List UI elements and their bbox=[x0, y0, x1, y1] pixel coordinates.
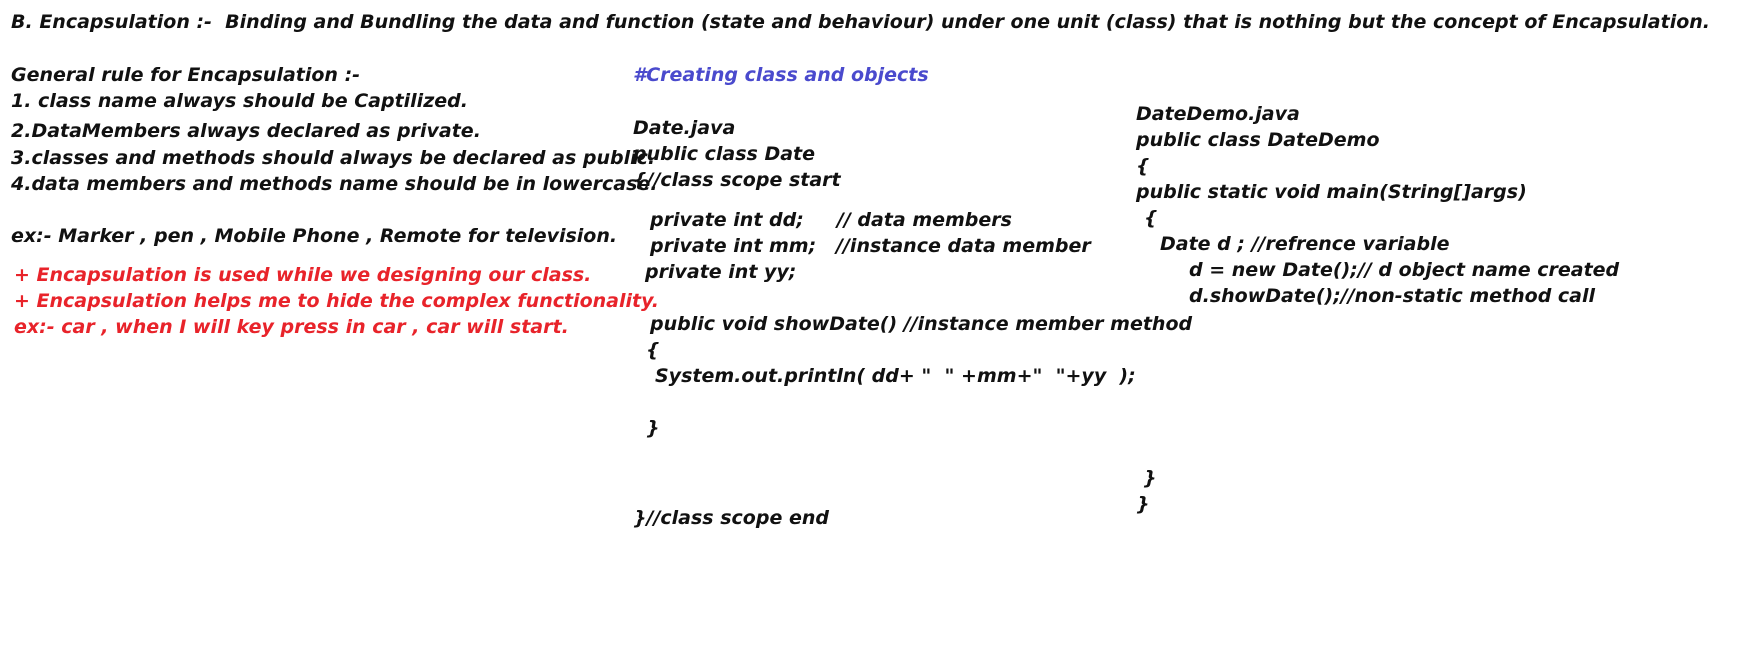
code-line: DateDemo.java bbox=[1136, 103, 1300, 125]
note-item: + Encapsulation helps me to hide the com… bbox=[14, 290, 659, 312]
rule-item: 2.DataMembers always declared as private… bbox=[11, 120, 481, 142]
rule-item: 1. class name always should be Captilize… bbox=[11, 90, 468, 112]
code-line: public class DateDemo bbox=[1136, 129, 1380, 151]
section-comment: #Creating class and objects bbox=[633, 64, 929, 86]
code-line: }//class scope end bbox=[633, 507, 829, 529]
code-line: { bbox=[1144, 207, 1158, 229]
code-line: Date.java bbox=[633, 117, 736, 139]
code-line: } bbox=[1136, 493, 1150, 515]
code-line: } bbox=[1143, 467, 1157, 489]
code-line: public class Date bbox=[633, 143, 816, 165]
code-line: public static void main(String[]args) bbox=[1136, 181, 1527, 203]
code-line: Date d ; //refrence variable bbox=[1160, 233, 1450, 255]
rule-item: 3.classes and methods should always be d… bbox=[11, 147, 656, 169]
code-line: { bbox=[1136, 155, 1150, 177]
rules-example: ex:- Marker , pen , Mobile Phone , Remot… bbox=[11, 225, 618, 247]
code-line: } bbox=[646, 417, 660, 439]
code-line: private int mm; //instance data member bbox=[650, 235, 1091, 257]
note-item: ex:- car , when I will key press in car … bbox=[14, 316, 569, 338]
code-line: d.showDate();//non-static method call bbox=[1189, 285, 1596, 307]
page-heading: B. Encapsulation :- Binding and Bundling… bbox=[11, 11, 1711, 33]
code-line: private int yy; bbox=[645, 261, 797, 283]
code-line: d = new Date();// d object name created bbox=[1189, 259, 1620, 281]
code-line: System.out.println( dd+ " " +mm+" "+yy )… bbox=[655, 365, 1136, 387]
code-line: private int dd; // data members bbox=[650, 209, 1012, 231]
rule-item: 4.data members and methods name should b… bbox=[11, 173, 658, 195]
rules-title: General rule for Encapsulation :- bbox=[11, 64, 361, 86]
code-line: public void showDate() //instance member… bbox=[650, 313, 1193, 335]
note-item: + Encapsulation is used while we designi… bbox=[14, 264, 592, 286]
code-line: { bbox=[646, 339, 660, 361]
code-line: {//class scope start bbox=[633, 169, 841, 191]
